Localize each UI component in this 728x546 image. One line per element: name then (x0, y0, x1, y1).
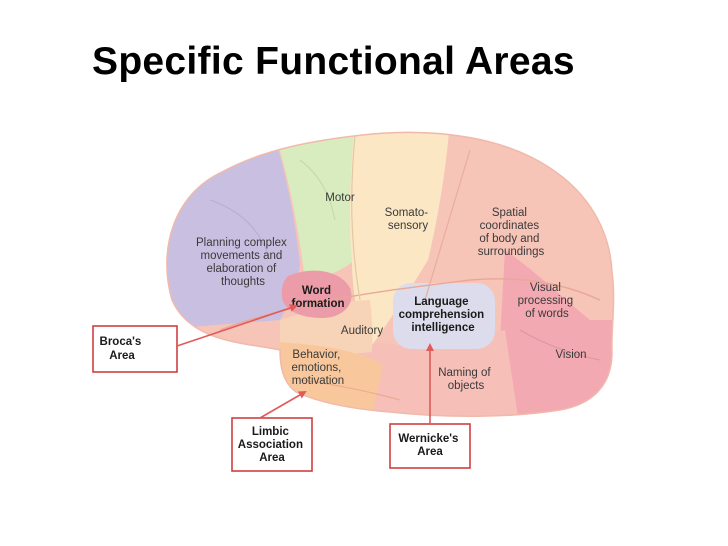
central-sulcus-line (351, 134, 361, 301)
label-naming-line-1: Naming of (438, 367, 491, 379)
label-planning-line-2: movements and (200, 250, 282, 262)
label-behavior: Behavior, emotions, motivation (291, 349, 344, 387)
occipital-fold-line (519, 329, 601, 361)
label-visual-processing-line-1: Visual (530, 282, 561, 294)
label-planning: Planning complex movements and elaborati… (196, 237, 290, 288)
label-vision: Vision (555, 349, 586, 361)
broca-callout-line-1: Broca's (100, 336, 142, 348)
limbic-callout: Limbic Association Area (231, 417, 313, 472)
broca-callout-label: Broca's Area (100, 336, 145, 362)
limbic-callout-line-2: Association (238, 439, 303, 451)
label-motor-line-1: Motor (325, 192, 355, 204)
wernicke-callout-box (389, 423, 471, 469)
label-word-formation-line-2: formation (291, 298, 344, 310)
language-area-region (393, 283, 495, 349)
label-visual-processing: Visual processing of words (518, 282, 577, 320)
label-auditory-line-1: Auditory (341, 325, 383, 337)
label-naming-line-2: objects (448, 380, 485, 392)
label-somatosensory: Somato- sensory (385, 207, 432, 232)
label-visual-processing-line-2: processing (518, 295, 574, 307)
wernicke-callout-line-1: Wernicke's (398, 433, 458, 445)
label-behavior-line-3: motivation (292, 375, 344, 387)
broca-callout-box (92, 325, 178, 373)
limbic-callout-label: Limbic Association Area (238, 426, 306, 464)
wernicke-callout-line-2: Area (417, 446, 443, 458)
label-spatial-line-4: surroundings (478, 246, 545, 258)
motor-fold-line (299, 159, 336, 221)
label-language: Language comprehension intelligence (399, 296, 488, 334)
limbic-arrow (259, 390, 307, 419)
label-somatosensory-line-1: Somato- (385, 207, 429, 219)
label-motor: Motor (325, 192, 355, 204)
label-planning-line-1: Planning complex (196, 237, 287, 249)
label-somatosensory-line-2: sensory (388, 220, 429, 232)
broca-arrow (176, 304, 298, 347)
label-behavior-line-1: Behavior, (292, 349, 340, 361)
label-language-line-1: Language (414, 296, 468, 308)
label-language-line-2: comprehension (399, 309, 485, 321)
brain-outline (166, 131, 615, 418)
wernicke-callout: Wernicke's Area (389, 423, 471, 469)
label-word-formation: Word formation (291, 285, 344, 310)
motor-region (270, 132, 355, 280)
label-spatial-line-3: of body and (479, 233, 539, 245)
somatosensory-region (349, 132, 450, 348)
label-spatial-line-2: coordinates (480, 220, 540, 232)
broca-callout: Broca's Area (92, 325, 178, 373)
limbic-callout-box (231, 417, 313, 472)
postcentral-sulcus-line (424, 149, 471, 301)
label-spatial: Spatial coordinates of body and surround… (478, 207, 545, 258)
brain-regions (166, 132, 614, 417)
frontal-fold-line (209, 199, 269, 256)
label-vision-line-1: Vision (555, 349, 586, 361)
label-naming: Naming of objects (438, 367, 494, 392)
label-auditory: Auditory (341, 325, 383, 337)
label-language-line-3: intelligence (411, 322, 474, 334)
label-planning-line-3: elaboration of (207, 263, 277, 275)
label-visual-processing-line-3: of words (525, 308, 569, 320)
label-spatial-line-1: Spatial (492, 207, 527, 219)
wernicke-callout-label: Wernicke's Area (398, 433, 461, 458)
temporal-fold-line (299, 379, 401, 401)
page-title: Specific Functional Areas (92, 40, 575, 83)
broca-callout-line-2: Area (109, 350, 135, 362)
label-word-formation-line-1: Word (302, 285, 331, 297)
prefrontal-region (166, 132, 300, 330)
limbic-callout-line-3: Area (259, 452, 285, 464)
label-behavior-line-2: emotions, (291, 362, 341, 374)
limbic-callout-line-1: Limbic (252, 426, 290, 438)
label-planning-line-4: thoughts (221, 276, 265, 288)
